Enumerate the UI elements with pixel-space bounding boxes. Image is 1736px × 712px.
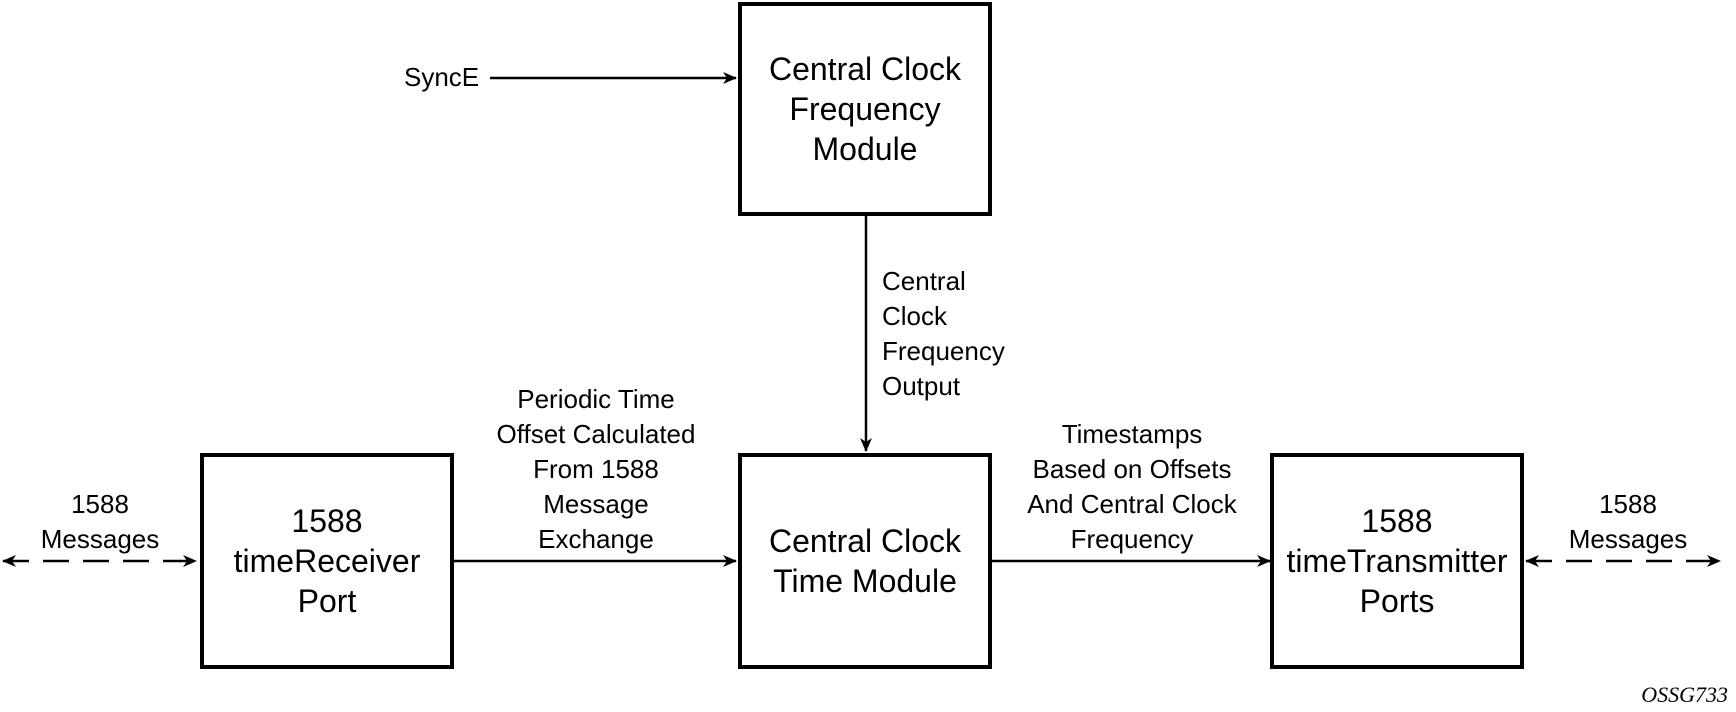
central-clock-time-module: Central Clock Time Module [738,453,992,669]
frequency-module-line-2: Frequency [789,91,941,127]
time-module-line-1: Central Clock [768,523,962,559]
receiver-port-line-2: timeReceiver [233,543,421,579]
central-clock-frequency-module: Central Clock Frequency Module [738,2,992,216]
messages-right-label: 1588 Messages [1548,487,1708,557]
timestamps-label: Timestamps Based on Offsets And Central … [1004,417,1260,557]
frequency-output-line-2: Clock [882,301,948,331]
offset-line-3: From 1588 [533,454,659,484]
offset-line-4: Message [543,489,649,519]
timestamps-line-2: Based on Offsets [1032,454,1232,484]
receiver-port-line-3: Port [297,583,357,619]
frequency-output-line-3: Frequency [882,336,1005,366]
time-module-line-2: Time Module [773,563,957,599]
frequency-module-line-3: Module [812,131,918,167]
frequency-module-line-1: Central Clock [768,51,962,87]
messages-left-line-1: 1588 [71,489,129,519]
transmitter-ports-line-3: Ports [1359,583,1435,619]
frequency-output-line-4: Output [882,371,961,401]
messages-left-label: 1588 Messages [20,487,180,557]
transmitter-ports-line-2: timeTransmitter [1286,543,1508,579]
messages-right-line-1: 1588 [1599,489,1657,519]
offset-line-2: Offset Calculated [496,419,696,449]
synce-label: SyncE [404,62,480,92]
offset-line-5: Exchange [538,524,654,554]
messages-left-line-2: Messages [40,524,160,554]
figure-id: OSSG733 [1641,682,1728,707]
messages-right-line-2: Messages [1568,524,1688,554]
timestamps-line-1: Timestamps [1061,419,1203,449]
timestamps-line-3: And Central Clock [1027,489,1237,519]
time-transmitter-ports: 1588 timeTransmitter Ports [1270,453,1524,669]
time-receiver-port: 1588 timeReceiver Port [200,453,454,669]
frequency-output-line-1: Central [882,266,966,296]
frequency-output-label: Central Clock Frequency Output [882,264,1005,404]
offset-label: Periodic Time Offset Calculated From 158… [474,382,718,557]
receiver-port-line-1: 1588 [291,503,363,539]
offset-line-1: Periodic Time [517,384,675,414]
timestamps-line-4: Frequency [1070,524,1194,554]
transmitter-ports-line-1: 1588 [1361,503,1433,539]
